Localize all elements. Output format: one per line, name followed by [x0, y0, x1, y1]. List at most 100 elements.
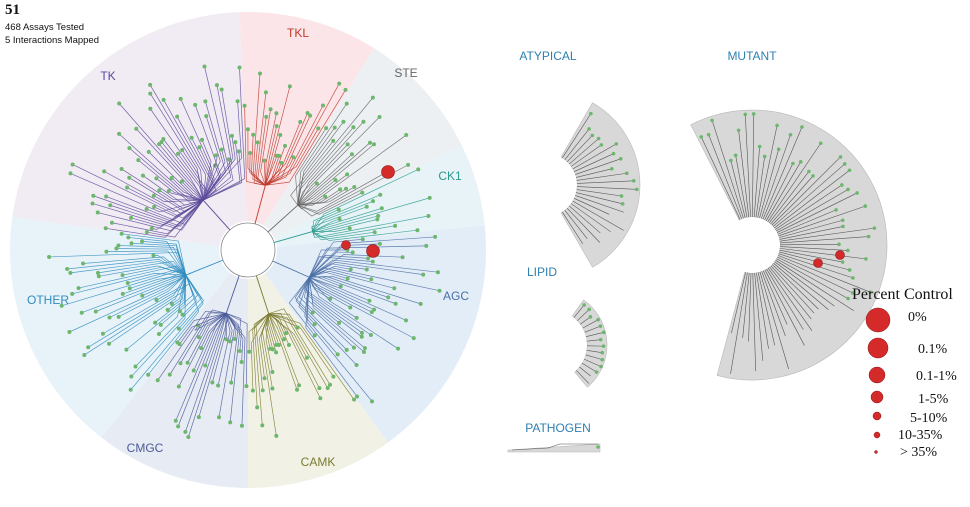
lipid-branch [573, 304, 585, 318]
leaf-node [304, 355, 309, 360]
branch [121, 233, 187, 276]
branch [200, 313, 227, 349]
leaf-node [161, 97, 166, 102]
atypical-branch [573, 198, 610, 215]
sector-camk [248, 273, 388, 488]
branch [84, 275, 187, 356]
leaf-node [95, 270, 100, 275]
leaf-node [148, 106, 153, 111]
branch [179, 313, 227, 345]
mutant-leaf [840, 183, 844, 187]
leaf-node [156, 331, 161, 336]
leaf-node [219, 87, 224, 92]
leaf-node [202, 64, 207, 69]
mutant-branch [757, 272, 775, 346]
leaf-node [331, 138, 336, 143]
leaf-node [183, 429, 188, 434]
leaf-node [250, 388, 255, 393]
leaf-node [199, 346, 204, 351]
leaf-node [210, 380, 215, 385]
branch [268, 313, 321, 399]
mutant-branch [770, 265, 815, 314]
branch [295, 127, 327, 206]
leaf-node [189, 135, 194, 140]
assays-tested: 468 Assays Tested [5, 22, 85, 33]
mutant-branch [773, 262, 829, 310]
atypical-branch [564, 128, 590, 161]
leaf-node [127, 146, 132, 151]
branch [251, 134, 266, 186]
leaf-node [175, 340, 180, 345]
leaf-node [107, 315, 112, 320]
branch [148, 151, 204, 202]
leaf-node [287, 84, 292, 89]
trunk [202, 199, 231, 231]
leaf-node [179, 179, 184, 184]
mutant-leaf [838, 155, 843, 159]
leaf-node [424, 243, 429, 248]
mutant-leaf [706, 132, 711, 137]
branch [135, 128, 204, 201]
branch [297, 97, 374, 206]
legend-label-6: > 35% [900, 445, 938, 460]
leaf-node [378, 192, 383, 197]
mutant-leaf [834, 208, 838, 212]
leaf-node [426, 214, 431, 219]
leaf-node [324, 126, 329, 131]
branch [264, 86, 291, 186]
leaf-node [86, 345, 91, 350]
mutant-branch [748, 272, 752, 342]
branch [304, 277, 338, 355]
lipid-leaf [600, 350, 605, 355]
leaf-node [103, 226, 108, 231]
branch [297, 179, 336, 206]
mutant-branch [765, 161, 801, 221]
lipid-branch [583, 358, 602, 367]
leaf-node [369, 277, 374, 282]
atypical-branch [572, 200, 624, 231]
leaf-node [286, 342, 291, 347]
branch [298, 277, 355, 348]
leaf-node [154, 298, 159, 303]
leaf-node [96, 274, 101, 279]
leaf-node [125, 280, 130, 285]
mutant-leaf [851, 276, 855, 280]
leaf-node [314, 181, 319, 186]
leaf-node [355, 394, 360, 399]
leaf-node [176, 151, 181, 156]
mutant-branch [779, 236, 869, 244]
leaf-node [325, 386, 330, 391]
atypical-hub [545, 156, 577, 214]
mutant-branch [767, 143, 822, 222]
branch [265, 83, 340, 186]
leaf-node [124, 347, 129, 352]
branch [198, 313, 229, 418]
leaf-node [278, 132, 283, 137]
branch [309, 267, 372, 280]
leaf-node [347, 226, 352, 231]
lipid-leaf [601, 330, 606, 335]
leaf-node [421, 272, 426, 277]
leaf-node [116, 314, 121, 319]
mutant-branch [771, 156, 841, 226]
leaf-node [176, 384, 181, 389]
mutant-leaf [776, 147, 781, 152]
lipid-leaf [588, 315, 593, 319]
branch [201, 139, 212, 201]
mutant-branch [772, 163, 845, 227]
branch [312, 200, 374, 232]
leaf-node [274, 350, 279, 355]
mutant-leaf [798, 160, 803, 164]
leaf-node [119, 231, 124, 236]
leaf-node [178, 361, 183, 366]
leaf-node [175, 114, 180, 119]
leaf-node [149, 226, 154, 231]
branch [312, 231, 375, 241]
branch [97, 199, 204, 232]
mutant-leaf [788, 133, 793, 137]
leaf-node [354, 315, 359, 320]
branch [187, 313, 227, 363]
legend-label-5: 10-35% [898, 428, 943, 443]
branch [297, 183, 318, 206]
leaf-node [91, 193, 96, 198]
